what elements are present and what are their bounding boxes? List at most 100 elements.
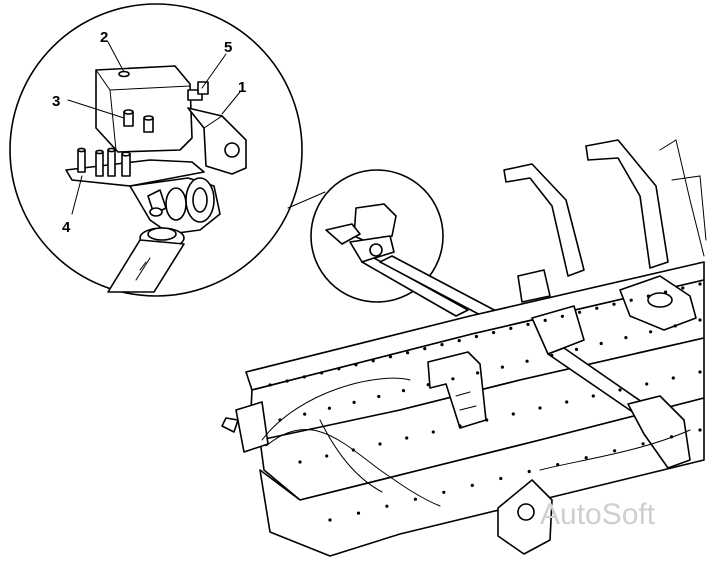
rivet-hole	[698, 318, 702, 322]
rivet-hole	[426, 383, 430, 387]
rivet-hole	[645, 382, 649, 386]
rivet-hole	[584, 456, 588, 460]
callout-1: 1	[238, 79, 246, 96]
rivet-hole	[298, 460, 302, 464]
cab-post-left	[503, 163, 585, 277]
rivet-hole	[431, 430, 435, 434]
rivet-hole	[526, 322, 530, 326]
rivet-hole	[285, 379, 289, 383]
rivet-hole	[618, 388, 622, 392]
rivet-hole	[302, 375, 306, 379]
rivet-hole	[385, 504, 389, 508]
rivet-hole	[550, 353, 554, 357]
bolt-5	[187, 81, 209, 101]
rivet-hole	[698, 428, 702, 432]
callout-4: 4	[62, 219, 71, 236]
crossmember-bracket	[427, 351, 487, 429]
rivet-hole	[591, 394, 595, 398]
rivet-hole	[440, 343, 444, 347]
rivet-hole	[325, 454, 329, 458]
rivet-hole	[485, 418, 489, 422]
rivet-hole	[356, 511, 361, 515]
rivet-hole	[500, 365, 504, 369]
leader-5	[201, 53, 227, 89]
rivet-hole	[499, 476, 503, 481]
stabilizer-rod	[107, 239, 185, 293]
rivet-hole	[527, 469, 531, 474]
rivet-hole	[538, 406, 542, 410]
rivet-hole	[278, 418, 282, 422]
rivet-hole	[354, 363, 358, 367]
studs	[77, 147, 131, 177]
rivet-hole	[525, 359, 529, 363]
rivet-hole	[474, 334, 478, 339]
cab-post-right	[585, 139, 669, 269]
rivet-hole	[371, 359, 375, 363]
rivet-hole	[320, 371, 324, 375]
detail-view: 2 5 1 3 4	[9, 3, 326, 297]
rivet-hole	[681, 286, 685, 290]
leader-3	[67, 99, 125, 119]
rivet-hole	[388, 355, 392, 359]
rivet-hole	[476, 371, 480, 375]
watermark: AutoSoft	[540, 498, 656, 531]
rivet-hole	[560, 314, 565, 318]
rivet-hole	[442, 490, 446, 494]
frame-front-rail	[259, 397, 705, 557]
callout-3: 3	[52, 93, 60, 110]
rivet-hole	[664, 290, 668, 294]
rivet-hole	[641, 442, 645, 446]
callout-2: 2	[100, 29, 108, 46]
rivet-hole	[673, 324, 677, 328]
rivet-holes	[268, 282, 702, 522]
detail-leader-line	[287, 191, 326, 209]
rivet-hole	[669, 435, 674, 439]
rivet-hole	[351, 448, 355, 452]
rivet-hole	[458, 424, 462, 428]
rivet-hole	[698, 282, 702, 286]
leader-4	[71, 175, 83, 215]
rear-end-plate	[235, 401, 269, 453]
rivet-hole	[352, 400, 356, 404]
rivet-hole	[511, 412, 515, 416]
rivet-hole	[556, 463, 560, 467]
rivet-hole	[457, 339, 461, 343]
rivet-hole	[327, 406, 331, 410]
rivet-hole	[565, 400, 569, 404]
bracket-block	[95, 65, 193, 153]
rivet-hole	[649, 330, 653, 334]
rivet-hole	[328, 518, 332, 522]
rivet-hole	[599, 341, 603, 346]
rivet-hole	[378, 442, 382, 446]
rivet-hole	[624, 336, 628, 340]
rivet-hole	[629, 298, 633, 302]
rivet-hole	[613, 449, 617, 453]
rivet-hole	[413, 497, 417, 501]
rivet-hole	[574, 347, 579, 351]
rivet-hole	[492, 330, 496, 335]
vehicle-frame	[221, 139, 707, 557]
rivet-hole	[698, 370, 702, 374]
rivet-hole	[595, 306, 599, 310]
rivet-hole	[612, 302, 616, 306]
rivet-hole	[268, 383, 272, 387]
pin-3	[123, 109, 154, 133]
rivet-hole	[337, 367, 341, 371]
callout-5: 5	[224, 39, 232, 56]
leader-1	[221, 91, 241, 115]
rivet-hole	[405, 436, 409, 440]
stabilizer-mount	[531, 305, 585, 355]
rivet-hole	[646, 294, 651, 298]
rivet-hole	[406, 351, 410, 355]
cable-harness	[261, 377, 411, 441]
rivet-hole	[578, 310, 582, 314]
rivet-hole	[451, 377, 455, 381]
rivet-hole	[401, 389, 406, 393]
rivet-hole	[377, 394, 381, 399]
rivet-hole	[303, 412, 307, 416]
leader-2	[107, 41, 125, 73]
rivet-hole	[470, 483, 474, 487]
rivet-hole	[671, 376, 675, 380]
rivet-hole	[509, 326, 513, 330]
